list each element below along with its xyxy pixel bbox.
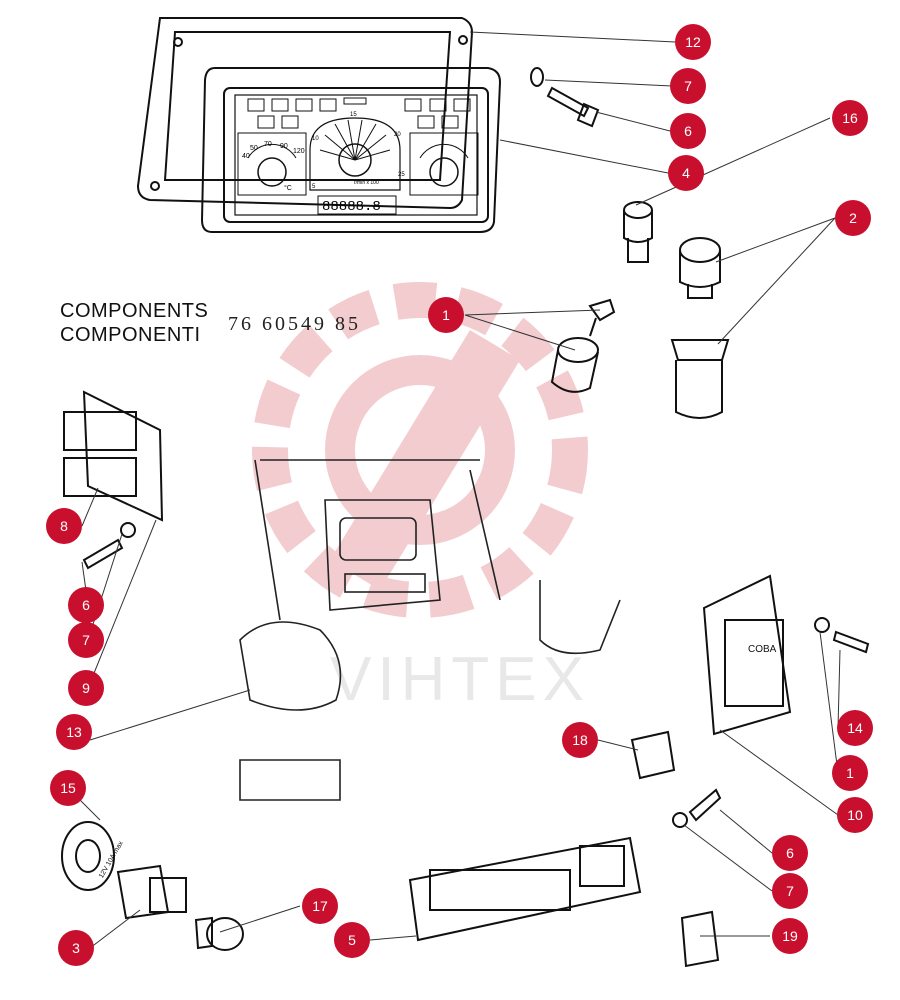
tach-rays (319, 119, 391, 161)
callout-badge: 8 (46, 508, 82, 544)
gauge-left-unit: °C (284, 184, 292, 192)
watermark-gear-icon (252, 282, 588, 618)
gauge-left-scale-label: 50 (250, 145, 258, 152)
callout-badge: 6 (68, 587, 104, 623)
tach-unit: r/min x 100 (354, 180, 379, 186)
odometer-display: 88888.8 (322, 199, 381, 215)
callout-badge: 3 (58, 930, 94, 966)
gauge-left-scale-label: 90 (280, 143, 288, 150)
callout-badge: 2 (835, 200, 871, 236)
plug-17 (194, 916, 244, 951)
switch-panel-5 (408, 836, 642, 942)
callout-badge: 17 (302, 888, 338, 924)
diagram-title: COMPONENTS (60, 300, 209, 322)
watermark-text: VIHTEX (330, 645, 590, 714)
gauge-left-scale-label: 120 (293, 148, 305, 155)
callout-badge: 1 (428, 297, 464, 333)
tach-tick-label: 20 (394, 132, 401, 138)
callout-badge: 16 (832, 100, 868, 136)
diagram-code: 76 60549 85 (228, 313, 361, 335)
ignition-key-switch (550, 298, 616, 393)
relay-block-8 (63, 390, 164, 522)
instrument-cluster (200, 67, 502, 233)
socket-3 (116, 864, 187, 920)
gauge-left-scale-label: 40 (242, 153, 250, 160)
callout-badge: 15 (50, 770, 86, 806)
callout-badge: 4 (668, 155, 704, 191)
callout-badge: 6 (670, 113, 706, 149)
callout-badge: 7 (68, 622, 104, 658)
leader-lines (67, 31, 841, 949)
power-socket-16 (623, 201, 653, 263)
panel-frame (136, 17, 474, 210)
tractor-cab-sketch (239, 459, 621, 801)
switch-18 (630, 730, 676, 780)
callout-badge: 14 (837, 710, 873, 746)
washer-screw-top (530, 67, 600, 128)
relay-brand-label: COBA (748, 644, 777, 655)
callout-badge: 7 (772, 873, 808, 909)
tach-tick-label: 25 (398, 172, 405, 178)
control-unit-10 (702, 574, 870, 736)
callout-badge: 1 (832, 755, 868, 791)
switch-19 (680, 910, 720, 968)
socket-15 (61, 821, 115, 891)
callout-badge: 19 (772, 918, 808, 954)
diagram-title-italian: COMPONENTI (60, 324, 201, 346)
socket-cap-label: 12V 10A max (98, 840, 125, 880)
callout-badge: 6 (772, 835, 808, 871)
callout-badge: 12 (675, 24, 711, 60)
callout-badge: 13 (56, 714, 92, 750)
callout-badge: 10 (837, 797, 873, 833)
tach-tick-label: 5 (312, 184, 316, 190)
callout-badge: 5 (334, 922, 370, 958)
callout-badge: 9 (68, 670, 104, 706)
screw-washer-bottom (672, 788, 722, 828)
socket-cap-2 (670, 237, 730, 419)
tach-tick-label: 15 (350, 112, 357, 118)
callout-badge: 18 (562, 722, 598, 758)
screw-washer-left (82, 522, 136, 570)
callout-badge: 7 (670, 68, 706, 104)
tach-tick-label: 10 (312, 136, 319, 142)
gauge-left-scale-label: 70 (264, 141, 272, 148)
